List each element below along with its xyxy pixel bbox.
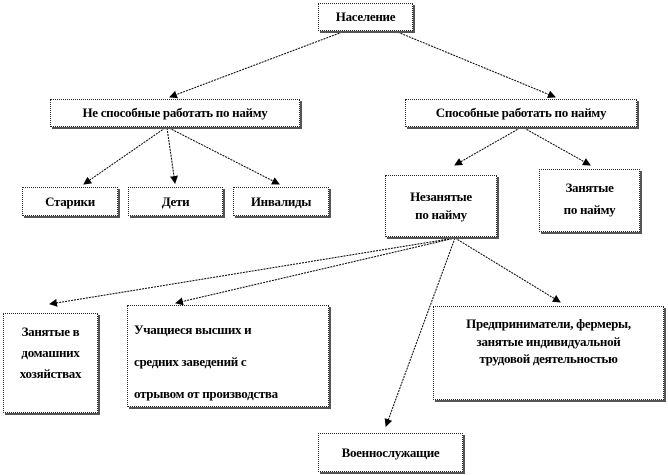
node-label: Инвалиды	[250, 193, 312, 209]
arrow-unable-elderly	[83, 127, 166, 185]
node-unable-to-work: Не способные работать по найму	[50, 99, 300, 127]
arrow-able-employed	[523, 127, 591, 166]
node-household: Занятые в домашних хозяйствах	[3, 313, 98, 413]
arrow-unemployed-entrepreneurs	[454, 237, 561, 303]
node-label: средних заведений с	[134, 353, 247, 369]
node-students: Учащиеся высших и средних заведений с от…	[127, 305, 329, 407]
arrow-able-unemployed	[454, 127, 521, 166]
node-disabled: Инвалиды	[233, 187, 329, 216]
node-label: Учащиеся высших и	[134, 322, 252, 337]
node-label: Дети	[161, 193, 190, 209]
node-children: Дети	[128, 187, 223, 216]
arrow-unemployed-household	[49, 237, 456, 307]
node-label: Население	[335, 9, 396, 25]
node-unemployed: Незанятые по найму	[385, 175, 497, 237]
node-label: домашних	[21, 344, 80, 360]
node-label: Способные работать по найму	[435, 105, 607, 121]
arrow-unable-disabled	[168, 127, 280, 185]
node-entrepreneurs: Предприниматели, фермеры, занятые индиви…	[433, 306, 664, 400]
node-label: занятые индивидуальной	[476, 333, 621, 349]
node-military: Военнослужащие	[318, 433, 463, 472]
node-label: по найму	[415, 207, 467, 222]
arrow-population-able	[394, 30, 556, 99]
node-label: Занятые	[565, 179, 614, 195]
node-label: отрывом от производства	[134, 385, 278, 401]
node-label: Незанятые	[410, 189, 472, 205]
node-employed: Занятые по найму	[539, 169, 640, 232]
node-label: Занятые в	[21, 324, 80, 339]
node-label: Старики	[45, 193, 95, 209]
node-label: трудовой деятельностью	[479, 351, 618, 367]
node-label: Не способные работать по найму	[82, 105, 268, 121]
node-label: по найму	[563, 201, 616, 217]
node-population: Население	[318, 3, 413, 31]
node-label: Предприниматели, фермеры,	[466, 316, 631, 331]
arrow-population-unable	[169, 30, 346, 99]
node-label: хозяйствах	[19, 365, 82, 381]
node-elderly: Старики	[22, 187, 118, 216]
arrow-unable-children	[166, 127, 178, 184]
arrow-unemployed-students	[175, 237, 456, 306]
node-able-to-work: Способные работать по найму	[405, 99, 637, 127]
arrow-unemployed-military	[384, 237, 456, 427]
node-label: Военнослужащие	[341, 444, 440, 460]
